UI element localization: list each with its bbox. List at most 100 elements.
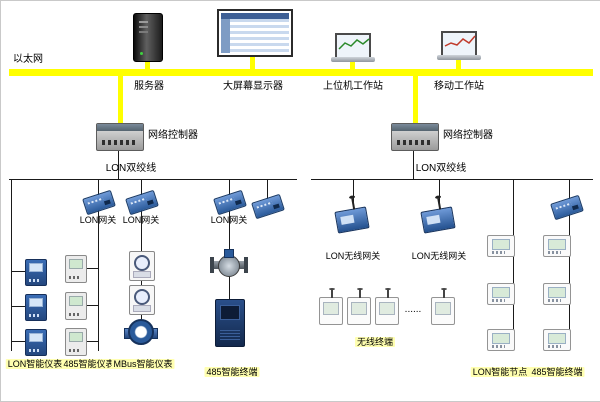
host-workstation-icon xyxy=(331,33,375,62)
lon-gateway-icon xyxy=(550,194,584,221)
gateway-port-icon xyxy=(272,203,280,210)
gateway-screen-icon xyxy=(340,214,355,225)
mbus-meters-label: MBus智能仪表 xyxy=(111,359,175,370)
display-header-icon xyxy=(221,13,289,19)
inverter-icon xyxy=(215,299,245,347)
controller-left-drop xyxy=(118,149,119,179)
lon-gateway-icon xyxy=(82,189,116,216)
gateway-leds-icon xyxy=(87,197,104,205)
flange-icon xyxy=(244,257,248,273)
antenna-icon xyxy=(357,288,363,298)
node-buttons-icon xyxy=(492,299,505,302)
terminal-screen-icon xyxy=(435,302,451,315)
lon-node-icon xyxy=(487,283,515,305)
wireless-terminal-icon xyxy=(375,288,399,325)
lon-node-icon xyxy=(487,235,515,257)
workstation-connector xyxy=(350,61,355,69)
controller-top-icon xyxy=(97,124,143,131)
lon-meters-label: LON智能仪表 xyxy=(5,359,65,370)
stub-line xyxy=(11,306,25,307)
gateway3-label: LON网关 xyxy=(210,215,248,225)
lon-bus-left-label: LON双绞线 xyxy=(105,163,157,174)
mbus-meter-icon xyxy=(129,285,155,315)
wireless-gateway2-label: LON无线网关 xyxy=(411,251,467,261)
water-meter-icon xyxy=(124,319,158,345)
display-content-icon xyxy=(221,13,289,53)
inverter-vents-icon xyxy=(220,330,240,342)
branch-line xyxy=(569,179,570,343)
display-connector xyxy=(250,53,255,69)
valve-icon xyxy=(210,249,248,279)
node-buttons-icon xyxy=(548,251,561,254)
valve-body-icon xyxy=(218,255,240,277)
mobile-workstation-connector xyxy=(456,59,461,69)
controller-right-drop xyxy=(413,149,414,179)
node-buttons-icon xyxy=(548,299,561,302)
meter-dial-icon xyxy=(134,289,150,305)
485-terminal-left-label: 485智能终端 xyxy=(204,367,260,378)
gateway-port-icon xyxy=(103,199,111,206)
meter-buttons-icon xyxy=(29,349,41,352)
laptop-screen-icon xyxy=(441,31,477,57)
terminal-screen-icon xyxy=(351,302,367,315)
485-meters-label: 485智能仪表 xyxy=(61,359,117,370)
gateway-port-icon xyxy=(146,199,154,206)
gateway1-label: LON网关 xyxy=(79,215,117,225)
chart-line-icon xyxy=(444,35,476,47)
gateway-leds-icon xyxy=(256,201,273,209)
laptop-screen-icon xyxy=(335,33,371,59)
branch-line xyxy=(513,179,514,343)
antenna-icon xyxy=(385,288,391,298)
display-sidebar-icon xyxy=(221,19,230,53)
antenna-icon xyxy=(329,288,335,298)
chart-line-icon xyxy=(338,38,370,50)
stub-line xyxy=(85,305,98,306)
terminal-screen-icon xyxy=(323,302,339,315)
node-buttons-icon xyxy=(492,251,505,254)
node-buttons-icon xyxy=(492,345,505,348)
lon-meter-icon xyxy=(25,329,47,356)
lon-gateway-icon xyxy=(213,189,247,216)
laptop-base-icon xyxy=(437,55,481,60)
485-meter-icon xyxy=(65,292,87,320)
antenna-icon xyxy=(437,198,442,210)
node-screen-icon xyxy=(548,333,566,344)
meter-base-icon xyxy=(133,305,151,312)
meter-buttons-icon xyxy=(69,313,81,316)
lon-bus-right-label: LON双绞线 xyxy=(415,163,467,174)
lon-wireless-gateway-icon xyxy=(420,198,456,234)
lon-gateway-icon xyxy=(125,189,159,216)
meter-dial-icon xyxy=(128,319,154,345)
stub-line xyxy=(85,268,98,269)
485-terminal-icon xyxy=(543,283,571,305)
wireless-gateway1-label: LON无线网关 xyxy=(325,251,381,261)
meter-screen-icon xyxy=(69,259,83,269)
network-controller-right-icon xyxy=(391,123,439,151)
gateway2-label: LON网关 xyxy=(122,215,160,225)
lon-bus-left xyxy=(9,179,297,180)
inverter-panel-icon xyxy=(220,305,240,320)
flange-icon xyxy=(210,257,214,273)
gateway-leds-icon xyxy=(555,202,572,210)
controller-top-icon xyxy=(392,124,438,131)
meter-buttons-icon xyxy=(29,279,41,282)
mobile-workstation-label: 移动工作站 xyxy=(434,81,484,92)
node-screen-icon xyxy=(548,239,566,250)
meter-dial-icon xyxy=(134,255,150,271)
network-controller-left-icon xyxy=(96,123,144,151)
antenna-icon xyxy=(351,198,356,210)
gateway-screen-icon xyxy=(426,214,441,225)
meter-screen-icon xyxy=(29,333,43,342)
controller-left-riser xyxy=(118,76,123,123)
controller-left-label: 网络控制器 xyxy=(148,130,198,141)
antenna-icon xyxy=(441,288,447,298)
host-workstation-label: 上位机工作站 xyxy=(323,81,383,92)
lon-wireless-gateway-icon xyxy=(334,198,370,234)
meter-buttons-icon xyxy=(69,349,81,352)
server-led-icon xyxy=(140,52,143,55)
lon-gateway-icon xyxy=(251,193,285,220)
485-terminal-icon xyxy=(543,329,571,351)
mbus-meter-icon xyxy=(129,251,155,281)
branch-line xyxy=(229,179,230,301)
